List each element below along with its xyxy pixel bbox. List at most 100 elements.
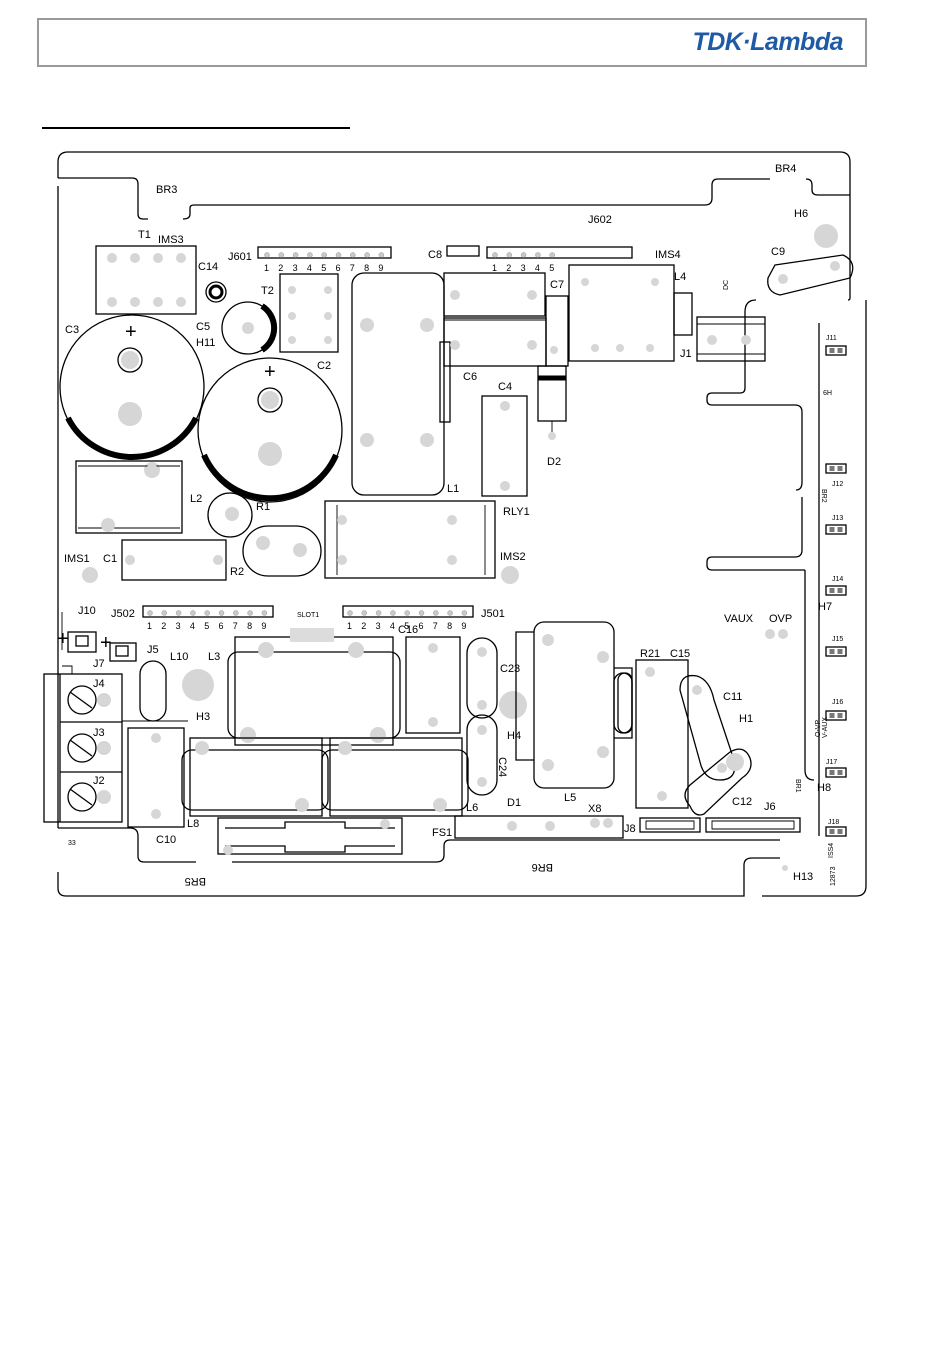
h13-pad <box>782 865 788 871</box>
j601-pin-5: 5 <box>321 263 326 273</box>
label-j17: J17 <box>826 759 837 766</box>
j501-pin-2: 2 <box>361 621 366 631</box>
brand-logo: TDK·Lambda <box>692 28 843 56</box>
vaux-pad <box>765 629 775 639</box>
label-r21: R21 <box>640 648 660 660</box>
jumper-block-5 <box>825 646 847 657</box>
jumper-pin <box>837 829 843 834</box>
capacitor-c23 <box>466 637 498 719</box>
ims4-pin-2: 2 <box>506 263 511 273</box>
label-c5: C5 <box>196 321 210 333</box>
capacitor-c15 <box>617 672 633 734</box>
capacitor-c12 <box>684 748 752 816</box>
label-j4: J4 <box>93 678 105 690</box>
board-outline <box>57 151 867 897</box>
ims4-pad-5 <box>549 252 555 258</box>
label-l6: L6 <box>466 802 478 814</box>
ims4-pin-3: 3 <box>521 263 526 273</box>
capacitor-c6 <box>443 317 547 367</box>
label-c16: C16 <box>398 624 418 636</box>
label-j2: J2 <box>93 775 105 787</box>
j502-pin-2: 2 <box>161 621 166 631</box>
j502-pad-2 <box>161 610 168 616</box>
label-l10: L10 <box>170 651 188 663</box>
connector-d1-x8 <box>454 815 624 839</box>
inductor-l4 <box>568 264 693 362</box>
label-h7: H7 <box>818 601 832 613</box>
label-j3: J3 <box>93 727 105 739</box>
label-br5: BR5 <box>185 875 206 887</box>
label-h3: H3 <box>196 711 210 723</box>
title-underline <box>42 127 350 129</box>
ims4-pad-2 <box>506 252 513 258</box>
label-ims3: IMS3 <box>158 234 184 246</box>
j601-pin-3: 3 <box>293 263 298 273</box>
capacitor-c5 <box>221 301 278 355</box>
diode-d2 <box>537 365 567 440</box>
capacitor-c2 <box>197 357 343 503</box>
label-t2: T2 <box>261 285 274 297</box>
capacitor-c7 <box>443 272 546 317</box>
j501-pin-1: 1 <box>347 621 352 631</box>
jumper-pin <box>829 649 835 654</box>
label-fs1: FS1 <box>432 827 452 839</box>
label-c12: C12 <box>732 796 752 808</box>
j502-pad-1 <box>147 610 153 616</box>
label-j602: J602 <box>588 214 612 226</box>
j601-pad-2 <box>278 252 285 258</box>
label-d1: D1 <box>507 797 521 809</box>
label-br3: BR3 <box>156 184 177 196</box>
label-c3: C3 <box>65 324 79 336</box>
label-j14: J14 <box>832 576 843 583</box>
label-j5: J5 <box>147 644 159 656</box>
ims4-pad-3 <box>520 252 527 258</box>
j601-pad-7 <box>350 252 356 258</box>
j502-pad-6 <box>218 610 225 616</box>
j502-pin-9: 9 <box>261 621 266 631</box>
ims4-pad-1 <box>492 252 498 258</box>
jumper-block-1 <box>825 345 847 356</box>
ims4-pad-4 <box>535 252 541 258</box>
label-j1: J1 <box>680 348 692 360</box>
j501-pin-9: 9 <box>461 621 466 631</box>
label-ovp: OVP <box>769 613 792 625</box>
capacitor-c10 <box>127 727 185 828</box>
j502-pin-3: 3 <box>176 621 181 631</box>
j501-pad-2 <box>361 610 368 616</box>
inductor-l2 <box>75 460 183 534</box>
mounting-hole-h6 <box>814 224 838 248</box>
label-br2: BR2 <box>820 489 827 503</box>
j601-pad-4 <box>307 252 313 258</box>
label-j8: J8 <box>624 823 636 835</box>
j601-pad-6 <box>335 252 342 258</box>
label-plus: + <box>100 632 112 654</box>
j601-pad-3 <box>292 252 299 258</box>
j502-pin-6: 6 <box>219 621 224 631</box>
dc-connector-j1 <box>696 316 766 362</box>
label-h8: H8 <box>817 782 831 794</box>
j502-pin-7: 7 <box>233 621 238 631</box>
label-l8: L8 <box>187 818 199 830</box>
label-j15: J15 <box>832 636 843 643</box>
j601-pin-1: 1 <box>264 263 269 273</box>
label-ims1: IMS1 <box>64 553 90 565</box>
label-l5: L5 <box>564 792 576 804</box>
connector-c8 <box>446 245 480 257</box>
right-jumpers <box>825 345 847 837</box>
label-br6: BR6 <box>532 861 553 873</box>
jumper-pin <box>837 649 843 654</box>
label-r2: R2 <box>230 566 244 578</box>
j501-pad-7 <box>433 610 439 616</box>
capacitor-c24 <box>466 714 498 796</box>
ims2-pad <box>501 566 519 584</box>
label-rly1: RLY1 <box>503 506 530 518</box>
connector-j8 <box>639 817 701 833</box>
label-h13: H13 <box>793 871 813 883</box>
jumper-pin <box>829 713 835 718</box>
label-j6: J6 <box>764 801 776 813</box>
label-j7: J7 <box>93 658 105 670</box>
j502-pin-8: 8 <box>247 621 252 631</box>
ims1-pad <box>82 567 98 583</box>
jumper-block-8 <box>825 826 847 837</box>
label-h11: H11 <box>196 337 215 349</box>
